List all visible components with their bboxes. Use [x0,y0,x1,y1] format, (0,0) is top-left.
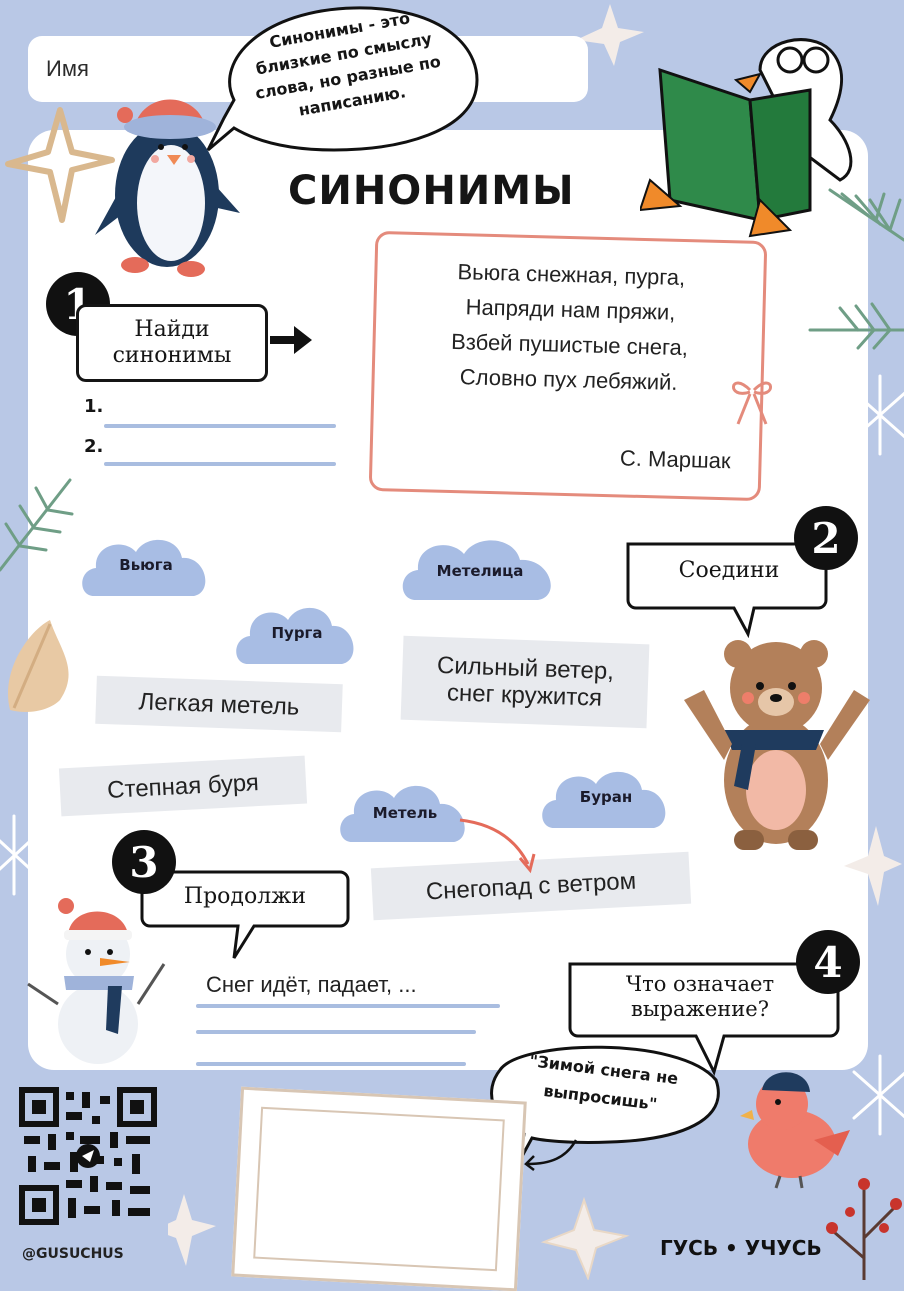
task3-prompt: Снег идёт, падает, ... [206,972,417,997]
page-title: СИНОНИМЫ [288,168,575,214]
bullfinch-illustration [740,1072,850,1189]
meaning-light-blizzard[interactable]: Легкая метель [95,675,343,733]
brand-label: ГУСЬ • УЧУСЬ [660,1236,822,1260]
task-number-3: 3 [112,830,176,894]
bear-illustration [684,640,870,850]
penguin-illustration [95,99,240,277]
answer-line[interactable] [196,1004,500,1008]
cloud-shape [542,771,666,828]
task3-bubble [140,870,350,959]
task-number-2: 2 [794,506,858,570]
answer-number: 1. [84,396,104,417]
cloud-label: Вьюга [119,556,173,574]
answer-line[interactable] [196,1030,476,1034]
curved-arrow-icon [524,1139,578,1171]
star-decoration-left [5,107,115,223]
name-label: Имя [46,56,89,81]
snowman-illustration [27,898,166,1064]
answer-line[interactable] [104,462,336,466]
cloud-label: Буран [579,788,633,806]
goose-reading-illustration [640,38,853,238]
task4-label-line: выражение? [631,997,769,1021]
berry-branch-icon [826,1178,902,1280]
meaning-label: снег кружится [446,679,603,712]
task-number-4: 4 [796,930,860,994]
qr-code-icon[interactable] [18,1086,158,1226]
star-decoration-bottom [540,1196,630,1280]
poem-author: С. Маршак [619,445,731,474]
cloud-shape [82,539,206,596]
social-handle: @GUSUCHUS [22,1246,124,1262]
cloud-shape [340,785,465,842]
pine-branch-icon [0,478,74,572]
task1-label: Найди синонимы [76,304,268,382]
answer-number: 2. [84,436,104,457]
task2-label: Соедини [678,558,780,583]
answer-line[interactable] [104,424,336,428]
connect-arrow-icon [459,818,536,874]
cloud-label: Пурга [271,624,323,642]
snowflake-icon [0,814,42,896]
cloud-shape [402,540,551,600]
drawing-frame[interactable] [231,1086,527,1291]
star-decoration-bottom-left [154,1194,216,1266]
star-decoration-right [844,826,902,906]
task1-label-line: синонимы [112,343,232,368]
arrow-right-icon [270,326,312,354]
task3-label: Продолжи [183,884,307,909]
definition-bubble [206,6,479,152]
cloud-shape [236,607,354,664]
meaning-strong-wind[interactable]: Сильный ветер, снег кружится [400,635,650,729]
answer-line[interactable] [196,1062,466,1066]
cloud-label: Метель [372,804,438,822]
task4-label: Что означает выражение? [580,972,820,1022]
leaf-decoration-icon [8,620,69,712]
task4-label-line: Что означает [625,972,775,996]
snowflake-icon [852,1054,904,1136]
bow-icon [732,381,772,425]
poem-card: Вьюга снежная, пурга, Напряди нам пряжи,… [368,230,768,502]
meaning-label: Степная буря [106,768,260,804]
meaning-label: Легкая метель [138,687,300,721]
star-decoration-top [576,4,644,66]
task1-label-line: Найди [134,317,210,342]
pine-branch-icon [808,188,904,350]
poem-text: Вьюга снежная, пурга, Напряди нам пряжи,… [388,252,752,401]
snowflake-icon [852,374,904,456]
cloud-label: Метелица [436,562,524,580]
